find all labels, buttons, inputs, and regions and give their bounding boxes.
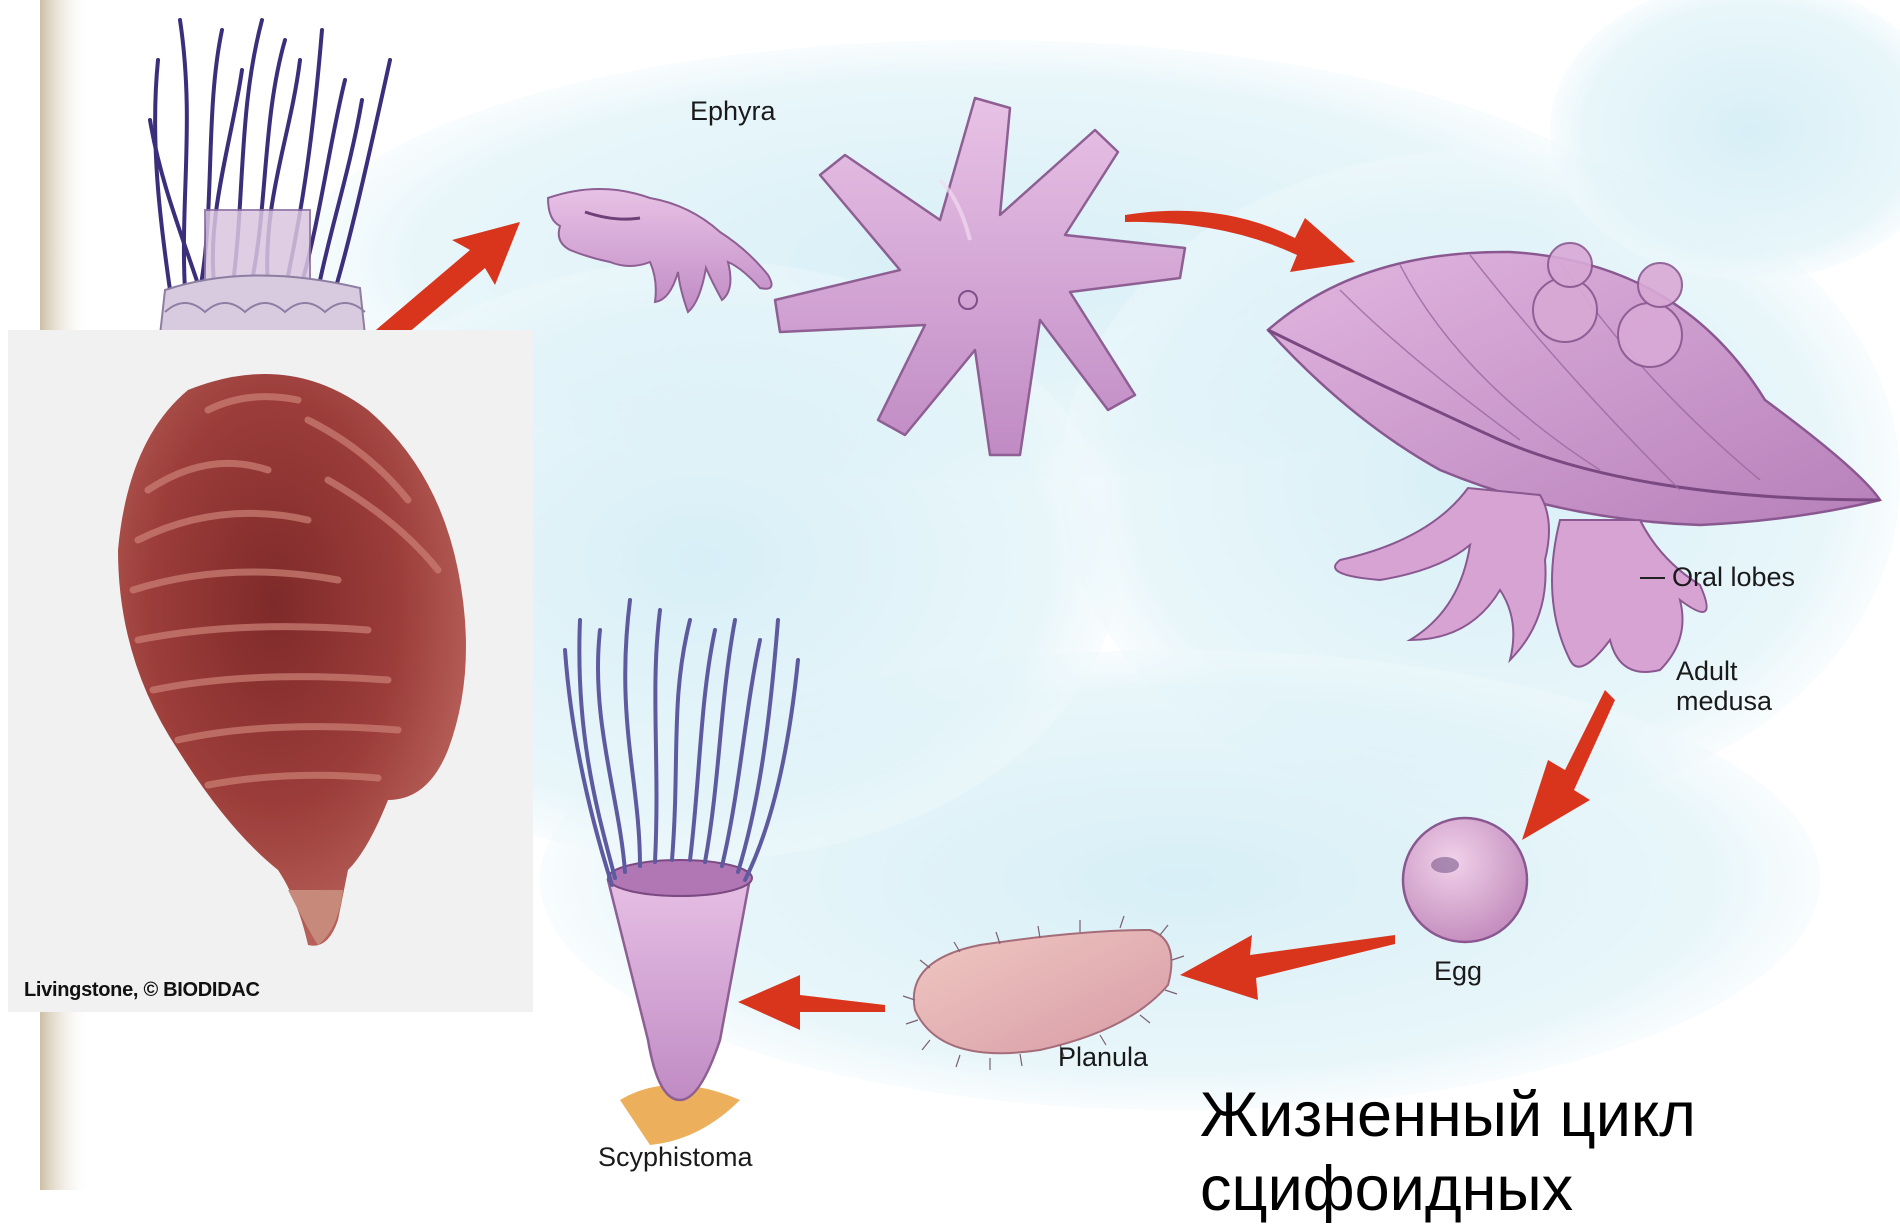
label-scyphistoma: Scyphistoma [598,1142,753,1172]
label-egg: Egg [1434,956,1482,986]
slide-caption: Жизненный цикл сцифоидных [1200,1078,1880,1227]
label-oral-lobes: Oral lobes [1672,562,1795,592]
label-ephyra: Ephyra [690,96,776,126]
label-adult-medusa: Adult medusa [1676,656,1772,716]
label-planula: Planula [1058,1042,1148,1072]
strobila-photo [8,330,533,1012]
egg-illustration [1403,818,1527,942]
photo-inset: Livingstone, © BIODIDAC [8,330,533,1012]
photo-credit: Livingstone, © BIODIDAC [24,979,260,1002]
